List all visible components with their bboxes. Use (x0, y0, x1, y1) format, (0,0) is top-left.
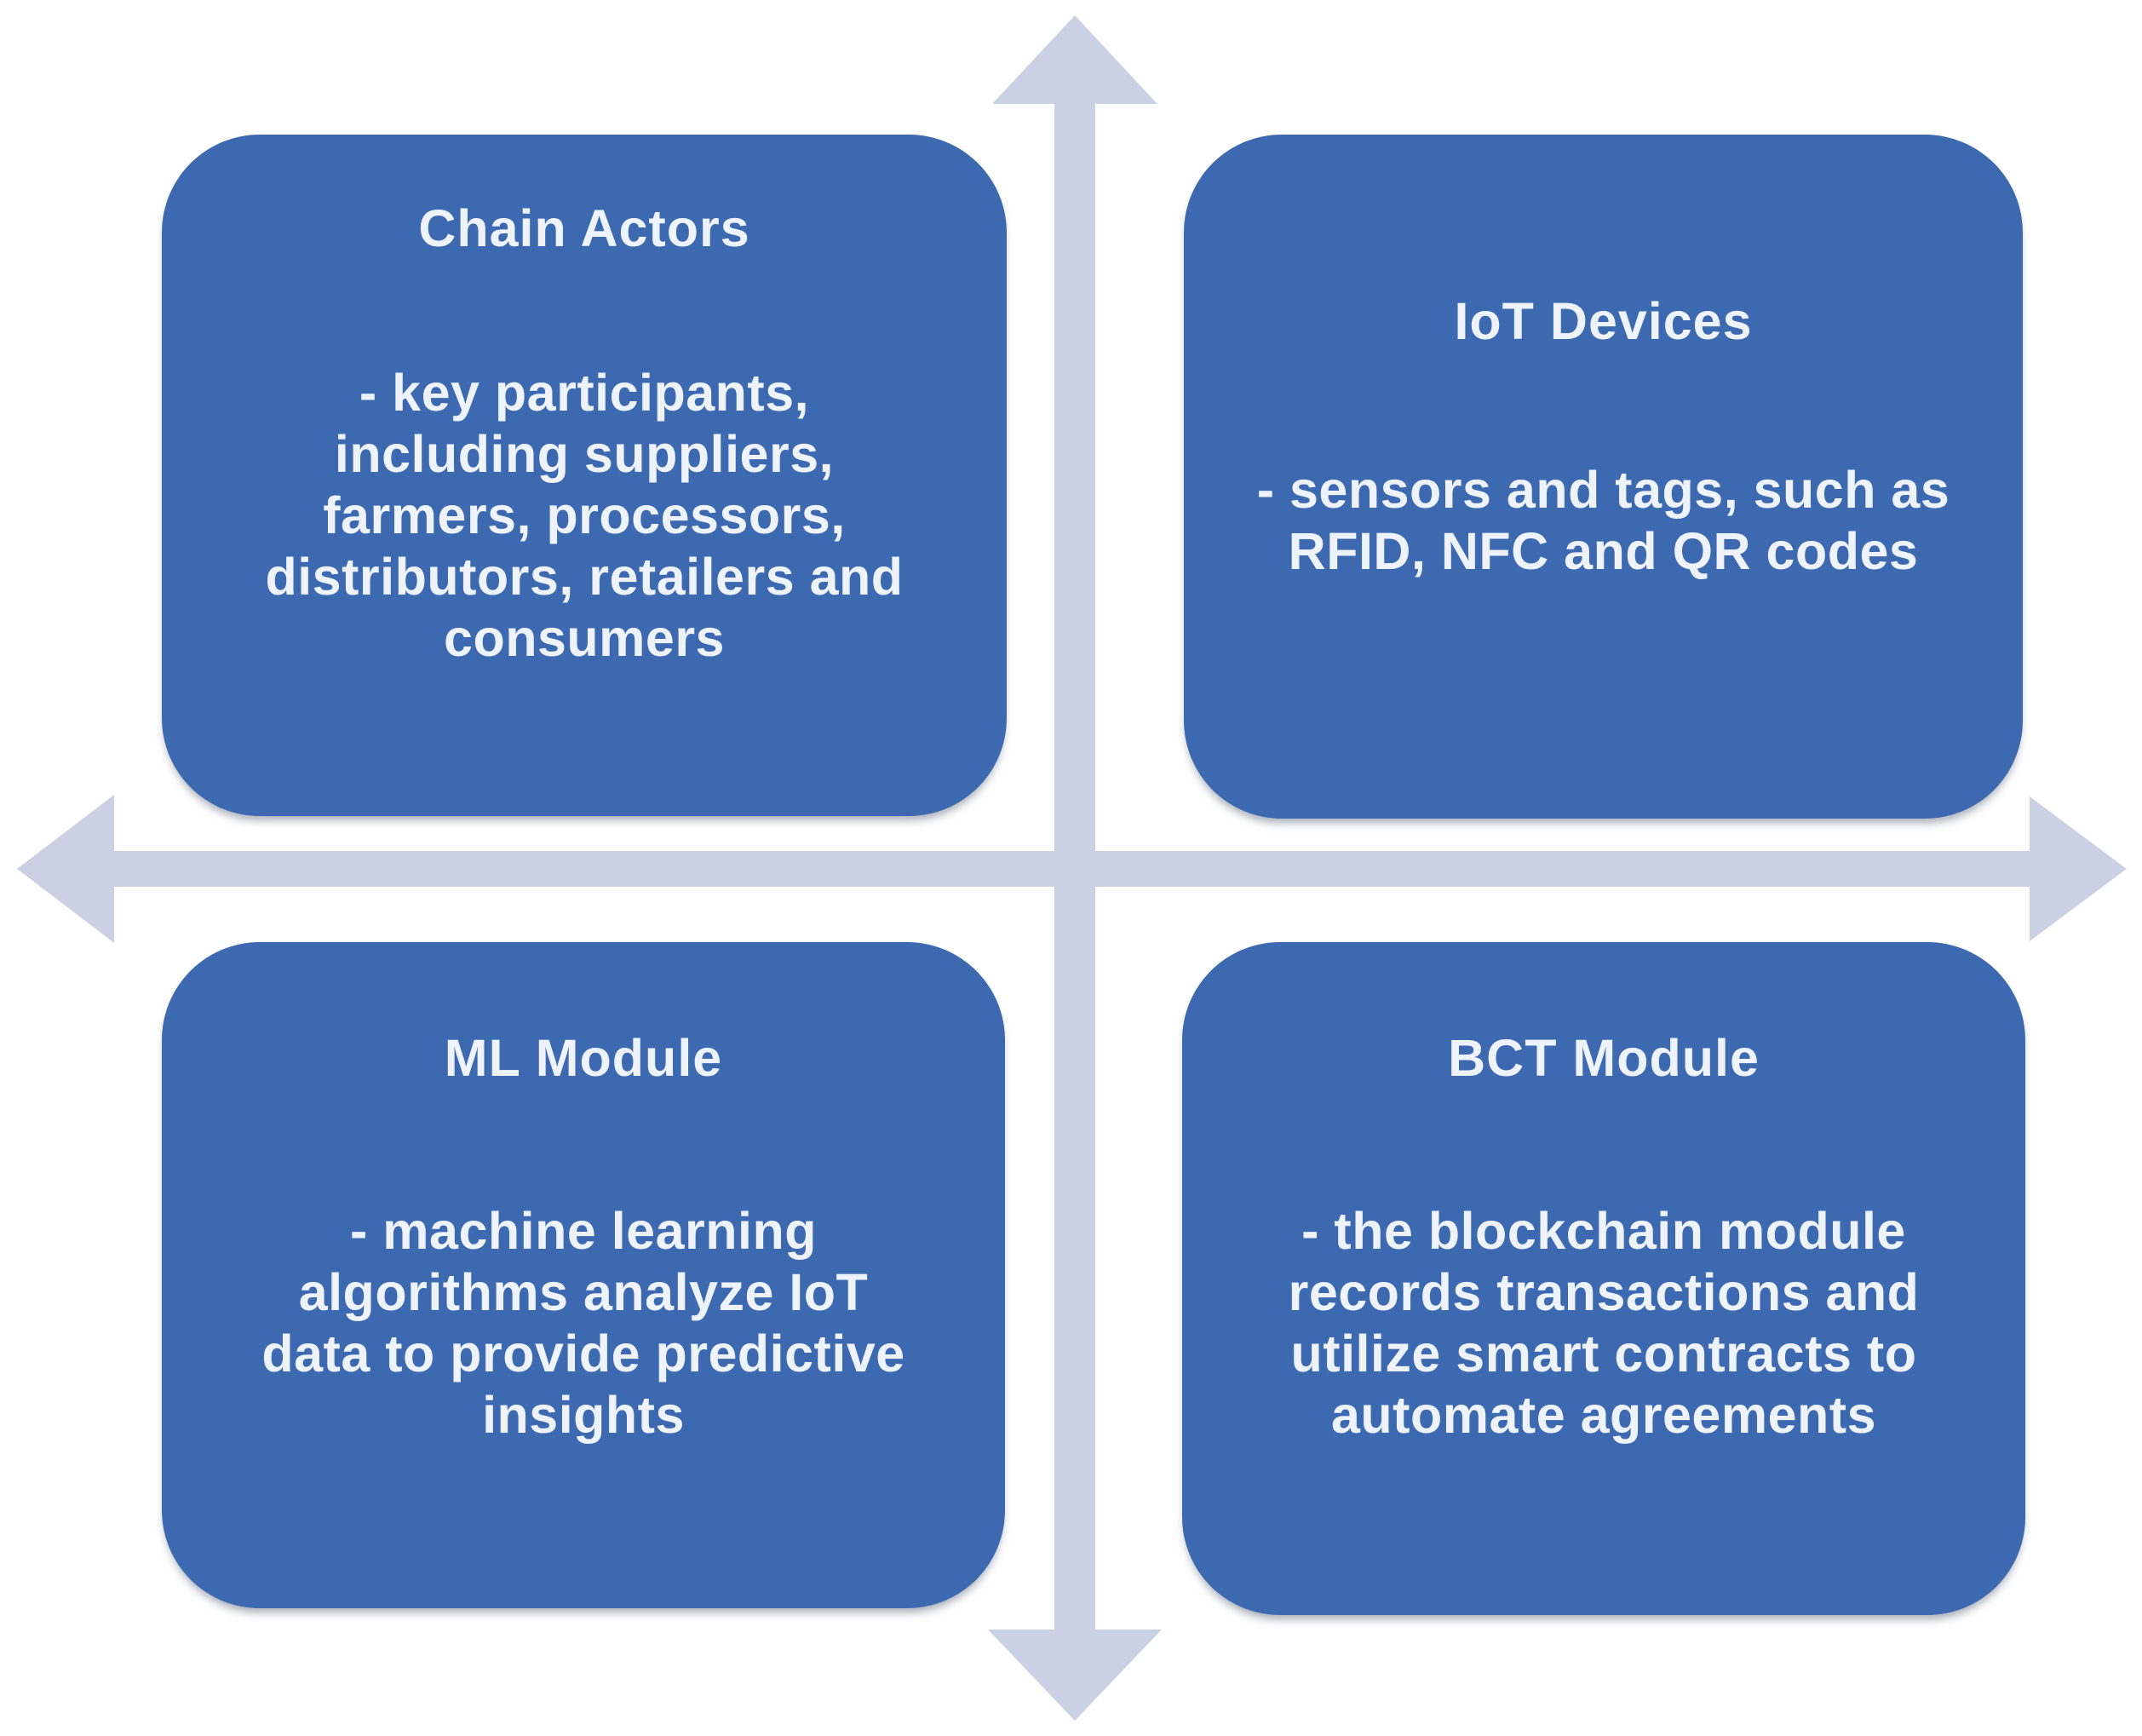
quadrant-body: - key participants, including suppliers,… (162, 362, 1007, 669)
body-line: automate agreements (1330, 1386, 1877, 1444)
body-line: - key participants, (359, 364, 810, 422)
body-line: insights (482, 1386, 685, 1444)
arrow-down-icon (988, 1630, 1162, 1721)
quadrant-title: ML Module (444, 1029, 723, 1087)
arrow-right-icon (2030, 796, 2127, 941)
body-line: including suppliers, (334, 425, 835, 483)
quadrant-title: IoT Devices (1454, 292, 1753, 350)
body-line: distributors, retailers and (265, 548, 904, 606)
body-line: data to provide predictive (261, 1325, 905, 1382)
quadrant-body: - the blockchain module records transact… (1182, 1200, 2025, 1446)
body-line: RFID, NFC and QR codes (1288, 522, 1919, 580)
body-line: utilize smart contracts to (1290, 1325, 1917, 1382)
quadrant-body: - machine learning algorithms analyze Io… (162, 1200, 1005, 1446)
quadrant-iot-devices: IoT Devices - sensors and tags, such as … (1184, 135, 2023, 819)
quadrant-chain-actors: Chain Actors - key participants, includi… (162, 135, 1007, 816)
body-line: farmers, processors, (323, 486, 846, 544)
body-line: records transactions and (1288, 1263, 1920, 1321)
quadrant-body: - sensors and tags, such as RFID, NFC an… (1184, 459, 2023, 582)
body-line: consumers (444, 609, 725, 667)
body-line: algorithms analyze IoT (298, 1263, 869, 1321)
horizontal-axis-line (106, 851, 2031, 887)
body-line: - the blockchain module (1301, 1202, 1906, 1260)
quadrant-title: Chain Actors (418, 199, 750, 257)
quadrant-ml-module: ML Module - machine learning algorithms … (162, 942, 1005, 1608)
arrow-up-icon (992, 15, 1157, 104)
body-line: - machine learning (350, 1202, 817, 1260)
quadrant-bct-module: BCT Module - the blockchain module recor… (1182, 942, 2025, 1615)
quadrant-title: BCT Module (1448, 1029, 1760, 1087)
arrow-left-icon (17, 795, 114, 943)
body-line: - sensors and tags, such as (1256, 461, 1950, 519)
